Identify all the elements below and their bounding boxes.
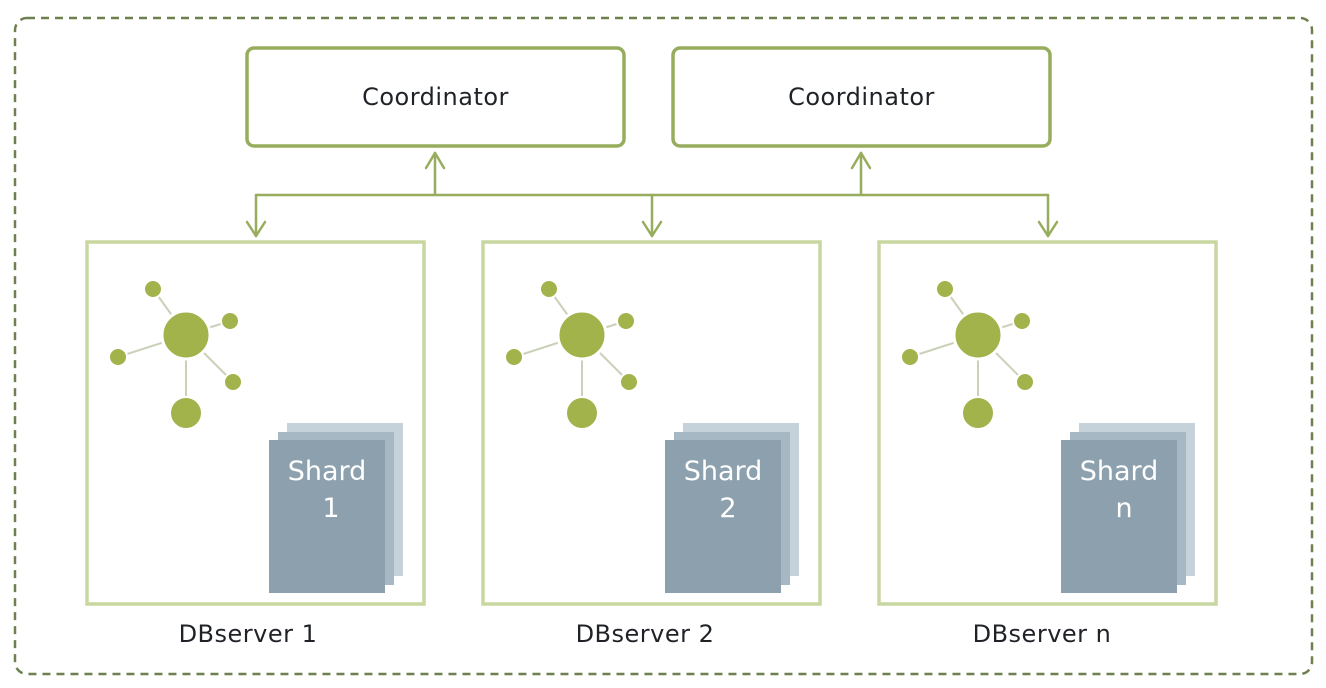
shard-1-word: Shard (288, 456, 367, 487)
shard-2-word: Shard (684, 456, 763, 487)
arrow-down-dbserver-2 (641, 220, 663, 238)
dbserver-1-label: DBserver 1 (179, 620, 318, 648)
shard-n-id: n (1115, 493, 1132, 524)
connector-arrows (245, 151, 1059, 238)
arrow-down-dbserver-1 (245, 220, 267, 238)
dbserver-1[interactable]: Shard 1 (85, 240, 426, 606)
shard-1-id: 1 (322, 493, 339, 524)
dbserver-2[interactable]: Shard 2 (481, 240, 822, 606)
coordinator-1[interactable]: Coordinator (245, 46, 626, 148)
dbserver-2-label: DBserver 2 (576, 620, 715, 648)
arrow-down-dbserver-n (1037, 220, 1059, 238)
shard-stack-1: Shard 1 (269, 423, 403, 593)
shard-stack-2: Shard 2 (665, 423, 799, 593)
arrow-up-coordinator-2 (850, 151, 872, 170)
shard-n-word: Shard (1080, 456, 1159, 487)
arrow-up-coordinator-1 (424, 151, 446, 170)
shard-2-id: 2 (719, 493, 736, 524)
dbserver-n-label: DBserver n (973, 620, 1112, 648)
coordinator-2[interactable]: Coordinator (671, 46, 1052, 148)
cluster-boundary (13, 16, 1314, 676)
shard-stack-n: Shard n (1061, 423, 1195, 593)
coordinator-1-label: Coordinator (362, 83, 509, 111)
coordinator-2-label: Coordinator (788, 83, 935, 111)
dbserver-n[interactable]: Shard n (877, 240, 1218, 606)
